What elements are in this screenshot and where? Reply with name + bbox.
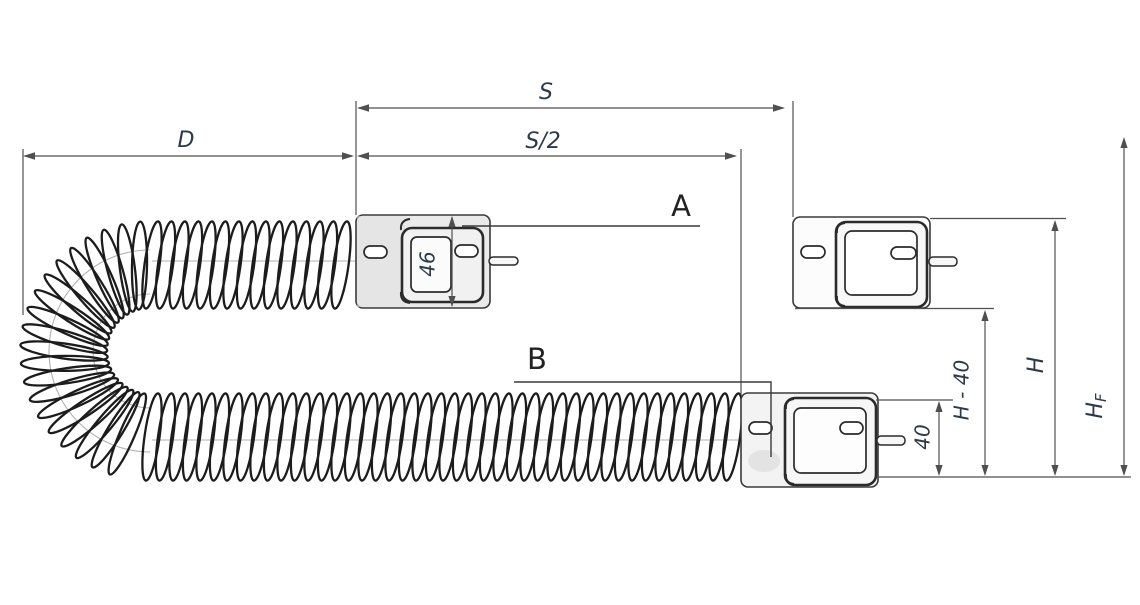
- dimension-46: 46: [416, 216, 456, 307]
- moving-end-connector-upper: [792, 216, 958, 309]
- dimension-40: 40: [911, 401, 943, 476]
- dim-label-40: 40: [911, 424, 935, 449]
- dimension-h-minus-40: H - 40: [950, 310, 989, 476]
- dim-label-hf: HF: [1083, 393, 1110, 419]
- callout-a-label: A: [671, 189, 691, 223]
- dim-label-hf-subscript: F: [1092, 393, 1110, 402]
- dimension-h: H: [1024, 220, 1059, 476]
- chain-u-bend: [19, 220, 149, 476]
- moving-end-connector-lower: [740, 392, 906, 488]
- chain-lower-run: [141, 392, 744, 482]
- dim-label-s: S: [539, 80, 553, 105]
- connector-shade: [357, 216, 405, 307]
- dim-label-h: H: [1024, 357, 1049, 374]
- dimension-s: S: [357, 80, 785, 112]
- dim-label-h-minus-40: H - 40: [950, 360, 974, 420]
- dim-label-s-half: S/2: [525, 129, 560, 154]
- dim-label-hf-base: H: [1083, 402, 1108, 419]
- connector-shade: [748, 450, 780, 472]
- dimension-s-half: S/2: [357, 129, 737, 160]
- connector-pin: [488, 256, 519, 266]
- chain-upper-run: [141, 220, 352, 310]
- mounting-slot: [748, 421, 773, 435]
- callout-b: B: [514, 342, 772, 457]
- connector-pin: [928, 256, 958, 267]
- mounting-slot: [363, 245, 388, 259]
- mounting-slot: [454, 244, 479, 258]
- mounting-slot: [890, 246, 917, 260]
- dimension-hf: HF: [1083, 137, 1128, 476]
- dim-label-d: D: [178, 128, 195, 153]
- dimension-d: D: [23, 128, 354, 160]
- connector-pin: [876, 435, 906, 446]
- mounting-slot: [800, 245, 826, 259]
- mounting-slot: [839, 421, 864, 435]
- dim-label-46: 46: [416, 251, 440, 276]
- fixed-end-connector: [355, 214, 519, 309]
- extension-lines: [22, 101, 1131, 478]
- callout-a: A: [462, 189, 700, 227]
- callout-b-label: B: [527, 342, 547, 376]
